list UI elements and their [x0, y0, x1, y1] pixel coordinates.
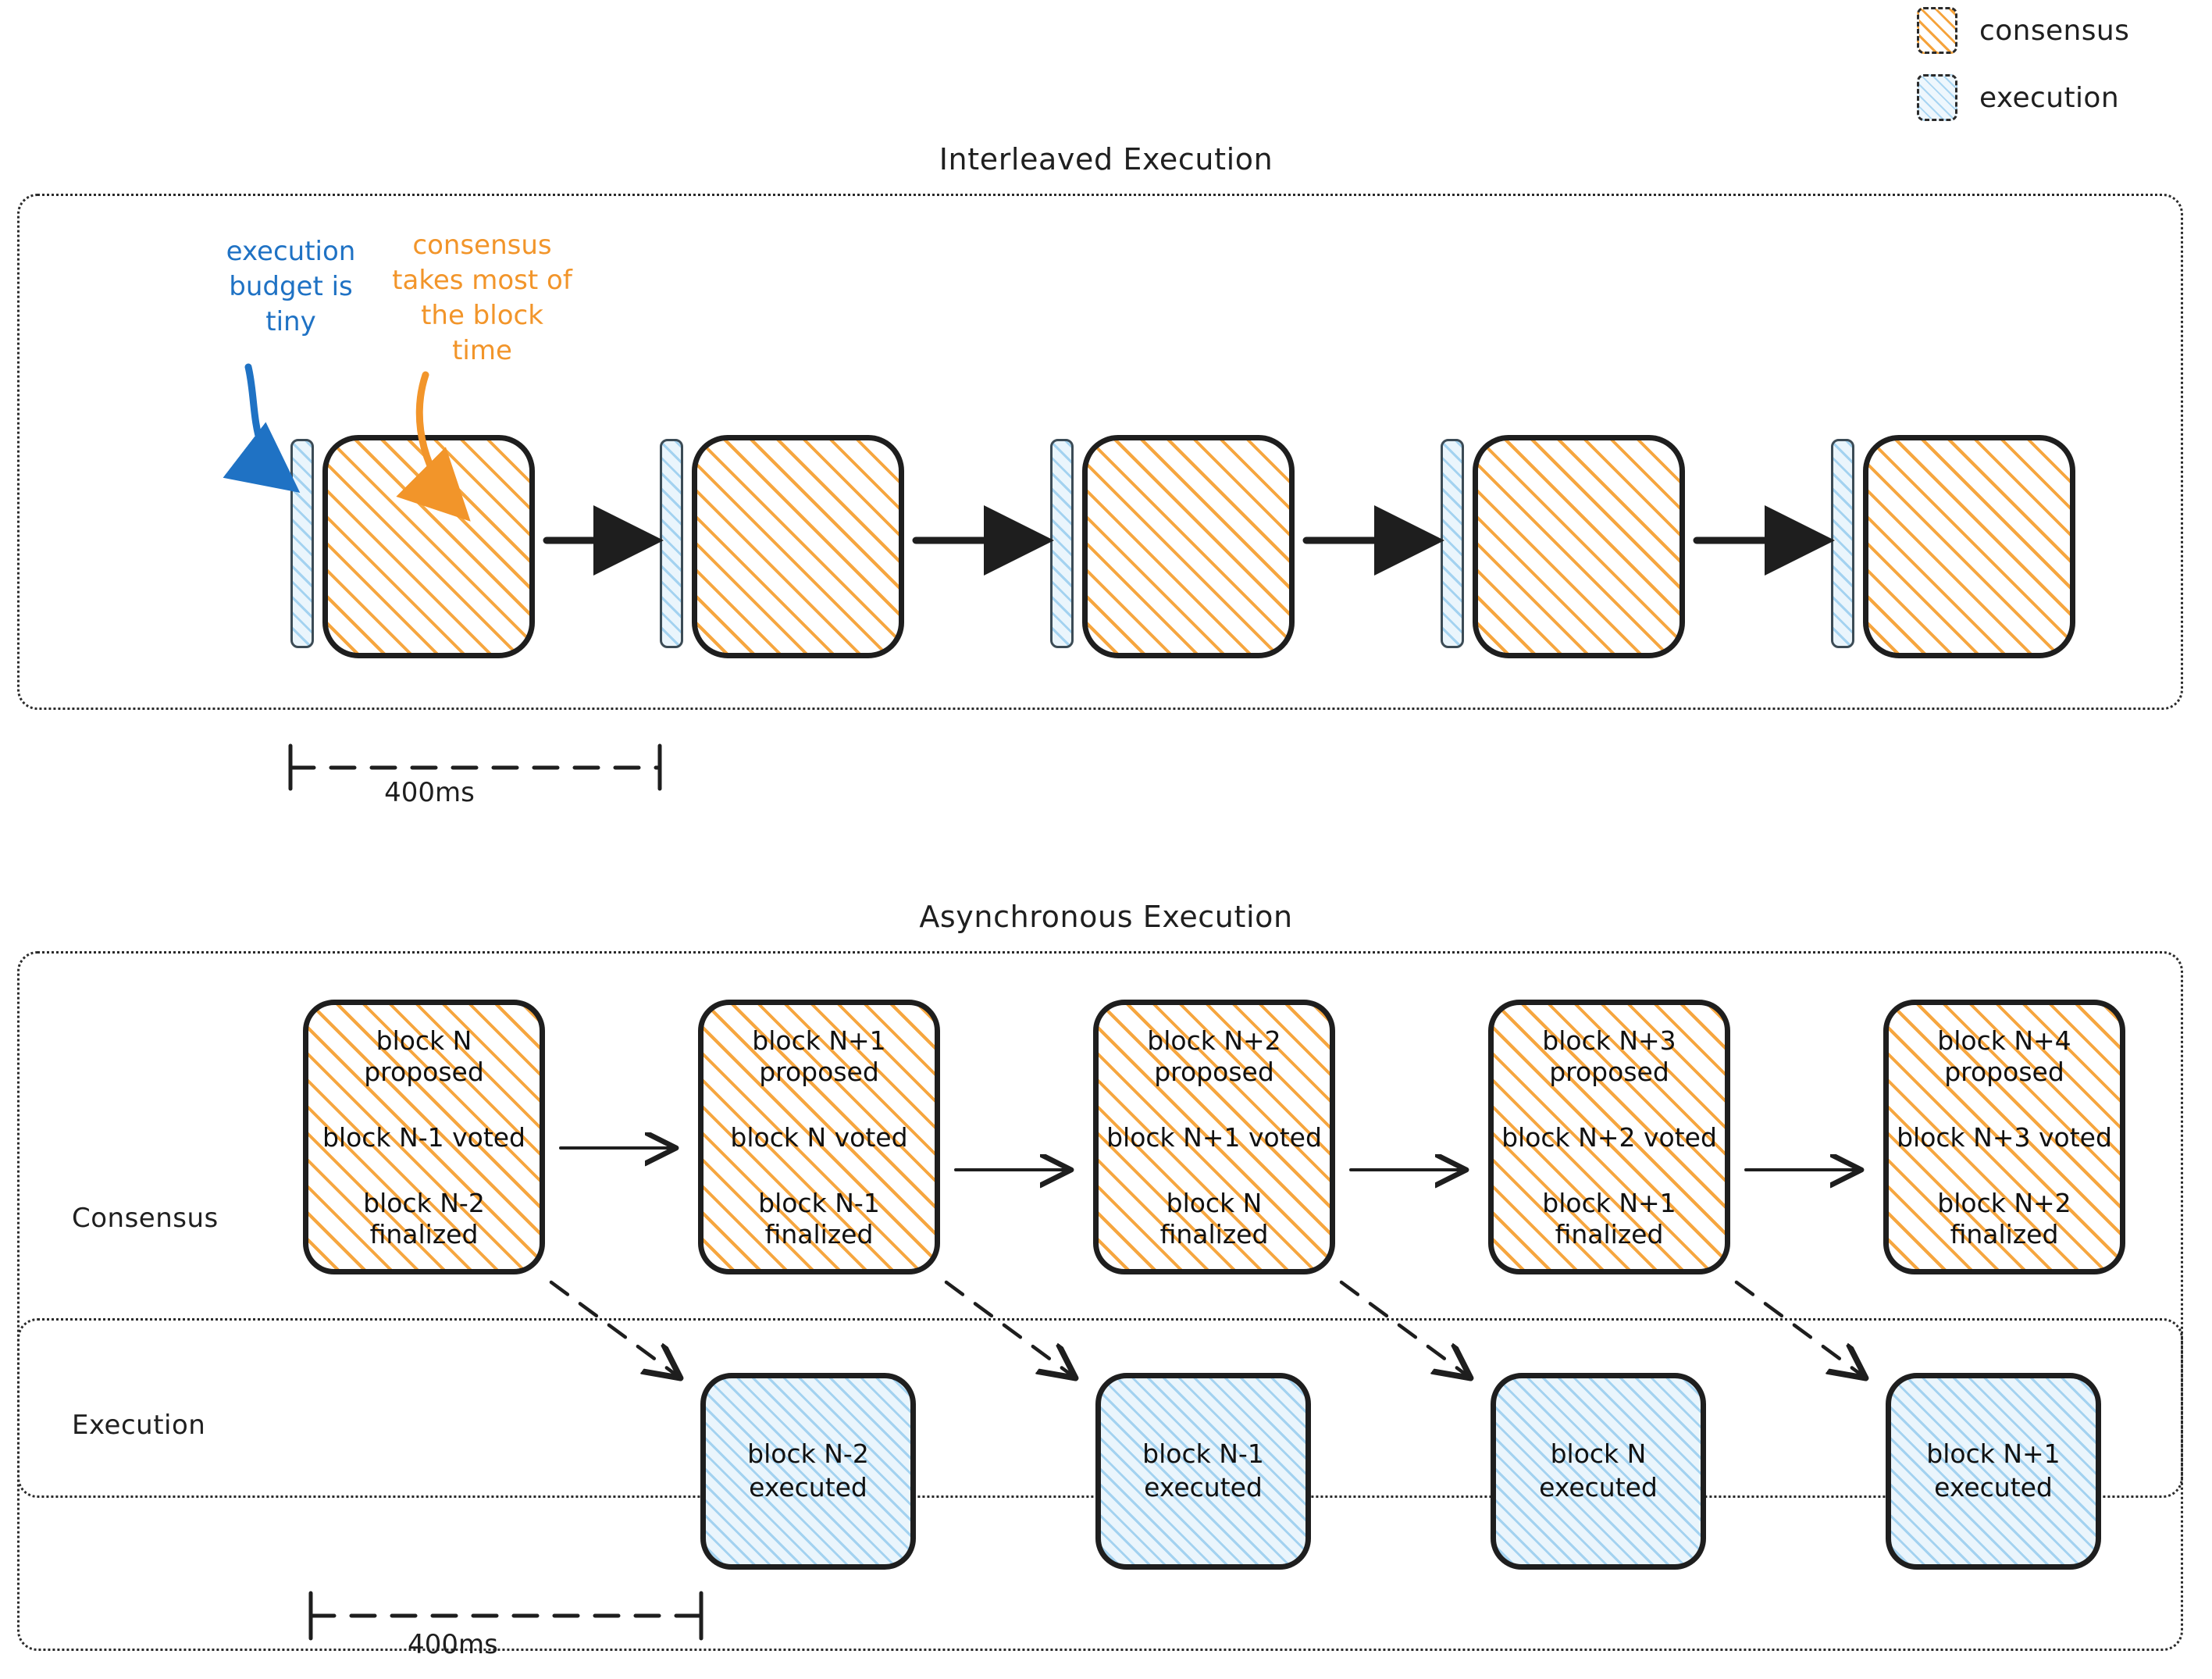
- interleaved-consensus-block-4: [1473, 435, 1685, 658]
- consensus-block-4-finalized: block N+1 finalized: [1542, 1187, 1676, 1249]
- execution-block-1-label: block N-2 executed: [747, 1438, 869, 1503]
- interleaved-consensus-block-2: [692, 435, 904, 658]
- consensus-block-5-finalized: block N+2 finalized: [1937, 1187, 2071, 1249]
- consensus-block-5-voted: block N+3 voted: [1897, 1121, 2112, 1153]
- consensus-block-3-finalized: block N finalized: [1159, 1187, 1269, 1249]
- consensus-block-4-voted: block N+2 voted: [1501, 1121, 1717, 1153]
- consensus-row-label: Consensus: [72, 1203, 219, 1234]
- consensus-block-3-voted: block N+1 voted: [1106, 1121, 1322, 1153]
- interleaved-execution-slice-1: [290, 439, 314, 648]
- interleaved-consensus-block-3: [1082, 435, 1295, 658]
- interleaved-consensus-block-5: [1863, 435, 2075, 658]
- hatched-square-orange-icon: [1917, 7, 1957, 54]
- interleaved-execution-slice-5: [1831, 439, 1854, 648]
- execution-row-label: Execution: [72, 1410, 206, 1441]
- consensus-block-2-finalized: block N-1 finalized: [758, 1187, 880, 1249]
- execution-block-1: block N-2 executed: [700, 1373, 916, 1570]
- execution-block-3: block N executed: [1491, 1373, 1706, 1570]
- hatched-square-blue-icon: [1917, 74, 1957, 121]
- consensus-block-4-proposed: block N+3 proposed: [1542, 1025, 1676, 1088]
- consensus-block-2-proposed: block N+1 proposed: [752, 1025, 886, 1088]
- consensus-block-1-proposed: block N proposed: [364, 1025, 484, 1088]
- interleaved-section-title: Interleaved Execution: [939, 142, 1273, 176]
- consensus-blocktime-annotation: consensus takes most of the block time: [392, 230, 572, 366]
- interleaved-execution-slice-3: [1050, 439, 1074, 648]
- legend-label-consensus: consensus: [1979, 14, 2130, 47]
- consensus-block-5: block N+4 proposed block N+3 voted block…: [1883, 1000, 2125, 1274]
- execution-block-4-label: block N+1 executed: [1926, 1438, 2061, 1503]
- consensus-block-1-finalized: block N-2 finalized: [363, 1187, 485, 1249]
- legend-item-consensus: consensus: [1917, 7, 2198, 54]
- execution-block-3-label: block N executed: [1539, 1438, 1658, 1503]
- execution-budget-annotation: execution budget is tiny: [226, 236, 356, 337]
- consensus-block-2-voted: block N voted: [730, 1121, 908, 1153]
- consensus-block-3: block N+2 proposed block N+1 voted block…: [1093, 1000, 1335, 1274]
- asynchronous-section-title: Asynchronous Execution: [919, 900, 1293, 934]
- consensus-block-5-proposed: block N+4 proposed: [1937, 1025, 2071, 1088]
- consensus-block-4: block N+3 proposed block N+2 voted block…: [1488, 1000, 1730, 1274]
- interleaved-ruler-label: 400ms: [384, 777, 475, 808]
- consensus-block-2: block N+1 proposed block N voted block N…: [698, 1000, 940, 1274]
- interleaved-execution-slice-2: [660, 439, 683, 648]
- execution-block-2-label: block N-1 executed: [1142, 1438, 1264, 1503]
- asynchronous-ruler-label: 400ms: [408, 1629, 498, 1660]
- legend-item-execution: execution: [1917, 74, 2198, 121]
- interleaved-panel: [17, 194, 2183, 710]
- consensus-block-1: block N proposed block N-1 voted block N…: [303, 1000, 545, 1274]
- execution-block-4: block N+1 executed: [1886, 1373, 2101, 1570]
- interleaved-execution-slice-4: [1441, 439, 1464, 648]
- legend-label-execution: execution: [1979, 81, 2120, 114]
- execution-block-2: block N-1 executed: [1095, 1373, 1311, 1570]
- consensus-block-1-voted: block N-1 voted: [322, 1121, 526, 1153]
- consensus-block-3-proposed: block N+2 proposed: [1147, 1025, 1281, 1088]
- legend: consensus execution: [1917, 7, 2198, 142]
- execution-row-panel: [17, 1318, 2183, 1651]
- interleaved-consensus-block-1: [322, 435, 535, 658]
